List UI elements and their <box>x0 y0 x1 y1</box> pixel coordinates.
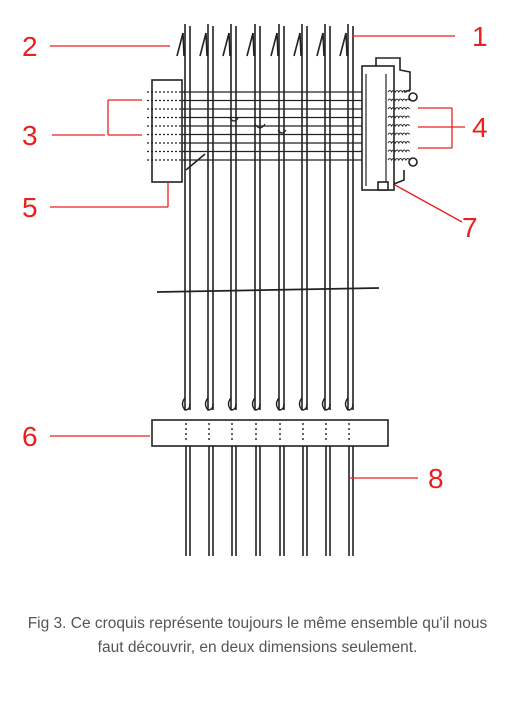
hook-tip-7 <box>321 397 331 411</box>
spring-2 <box>387 98 411 102</box>
bottom-board <box>151 419 389 447</box>
hook-top-5 <box>270 32 278 57</box>
figure-caption: Fig 3. Ce croquis représente toujours le… <box>27 615 488 656</box>
hook-top-8 <box>339 32 347 57</box>
label-5: 5 <box>22 192 38 223</box>
spring-box-outline <box>375 57 411 185</box>
hook-head-8 <box>345 32 348 57</box>
hook-top-4 <box>246 32 254 57</box>
spring-box <box>361 65 395 191</box>
spring-1 <box>387 89 411 94</box>
spring-8 <box>387 149 411 153</box>
hook-head-2 <box>205 32 208 57</box>
needle-board-link <box>185 153 206 171</box>
jacquard-mechanism-sketch: 1 2 3 4 5 6 7 8 <box>22 21 488 556</box>
part-number-labels: 1 2 3 4 5 6 7 8 <box>22 21 488 494</box>
hook-head-3 <box>228 32 231 57</box>
spring-9 <box>387 157 411 162</box>
needle-loops <box>229 117 287 134</box>
leader-7 <box>394 184 463 223</box>
spring-box-knob-bottom <box>408 157 418 167</box>
hook-head-7 <box>322 32 325 57</box>
label-1: 1 <box>472 21 488 52</box>
hook-top-1 <box>176 32 184 57</box>
label-leader-lines <box>50 35 465 479</box>
label-6: 6 <box>22 421 38 452</box>
hook-head-6 <box>299 32 302 57</box>
label-7: 7 <box>462 212 478 243</box>
spring-6 <box>387 132 411 136</box>
spring-box-foot <box>377 181 389 191</box>
griffe-bar <box>156 287 380 293</box>
needle-board <box>151 79 183 183</box>
hook-head-1 <box>182 32 185 57</box>
label-4: 4 <box>472 112 488 143</box>
spring-5 <box>387 123 411 128</box>
hook-tip-6 <box>298 397 308 411</box>
spring-box-knob-top <box>408 92 418 102</box>
hook-head-4 <box>252 32 255 57</box>
label-2: 2 <box>22 31 38 62</box>
hook-top-7 <box>316 32 324 57</box>
hook-tip-4 <box>251 397 261 411</box>
hook-tip-1 <box>181 397 191 411</box>
spring-7 <box>387 140 411 145</box>
hook-tip-3 <box>227 397 237 411</box>
hook-top-2 <box>199 32 207 57</box>
label-8: 8 <box>428 463 444 494</box>
spring-4 <box>387 115 411 119</box>
hook-tip-5 <box>275 397 285 411</box>
spring-3 <box>387 106 411 111</box>
hook-top-3 <box>222 32 230 57</box>
hook-tip-2 <box>204 397 214 411</box>
sketch-drawing <box>147 24 418 556</box>
hook-head-5 <box>276 32 279 57</box>
label-3: 3 <box>22 120 38 151</box>
hook-top-6 <box>293 32 301 57</box>
hook-tip-8 <box>344 397 354 411</box>
